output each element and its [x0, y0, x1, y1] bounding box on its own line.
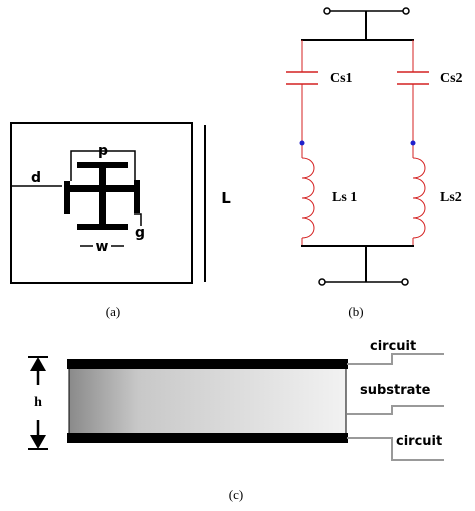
- panel-a-unit-cell: p d g w L (a): [10, 122, 231, 319]
- bottom-terminal-right: [401, 278, 409, 286]
- label-w: w: [96, 239, 109, 255]
- left-branch: [286, 40, 318, 246]
- right-node-dot: [410, 140, 416, 146]
- label-cs2: Cs2: [440, 71, 463, 86]
- left-node-dot: [299, 140, 305, 146]
- label-ls2: Ls2: [440, 190, 462, 205]
- panel-b-equivalent-circuit: Cs1 Cs2 Ls 1 Ls2 (b): [286, 7, 463, 319]
- label-circuit-bottom: circuit: [396, 434, 442, 449]
- cross-bottom-cap: [77, 224, 128, 230]
- cross-vertical-bar: [99, 166, 106, 226]
- label-h: h: [34, 395, 42, 410]
- label-ls1: Ls 1: [332, 190, 357, 205]
- dimension-g-line: [134, 213, 142, 226]
- h-arrow-up-head: [30, 357, 46, 371]
- leader-circuit-top: [347, 353, 444, 365]
- bottom-terminal-left: [318, 278, 326, 286]
- label-cs1: Cs1: [330, 71, 353, 86]
- label-p: p: [98, 143, 108, 159]
- cross-left-cap: [64, 181, 70, 214]
- leader-circuit-bottom: [347, 437, 444, 461]
- bottom-circuit-layer: [67, 433, 348, 443]
- leader-substrate: [347, 405, 444, 415]
- h-arrow-down-head: [30, 435, 46, 449]
- label-circuit-top: circuit: [370, 339, 416, 354]
- caption-a: (a): [106, 304, 120, 319]
- label-substrate: substrate: [360, 383, 431, 398]
- right-branch: [397, 40, 429, 246]
- top-terminal-left: [323, 7, 331, 15]
- inductor-ls1-coil: [301, 157, 315, 239]
- cross-right-cap: [134, 180, 140, 213]
- caption-c: (c): [229, 487, 243, 502]
- top-terminal-right: [402, 7, 410, 15]
- unit-cell-border: [10, 122, 193, 284]
- label-d: d: [31, 170, 41, 186]
- top-circuit-layer: [67, 359, 348, 369]
- label-g: g: [135, 225, 145, 241]
- caption-b: (b): [348, 304, 363, 319]
- cross-top-cap: [77, 162, 128, 168]
- label-L: L: [221, 189, 231, 207]
- inductor-ls2-coil: [412, 157, 426, 239]
- substrate-layer: [68, 367, 347, 435]
- dimension-p-bracket: [70, 150, 136, 181]
- panel-c-cross-section: h circuit substrate circuit (c): [28, 339, 444, 502]
